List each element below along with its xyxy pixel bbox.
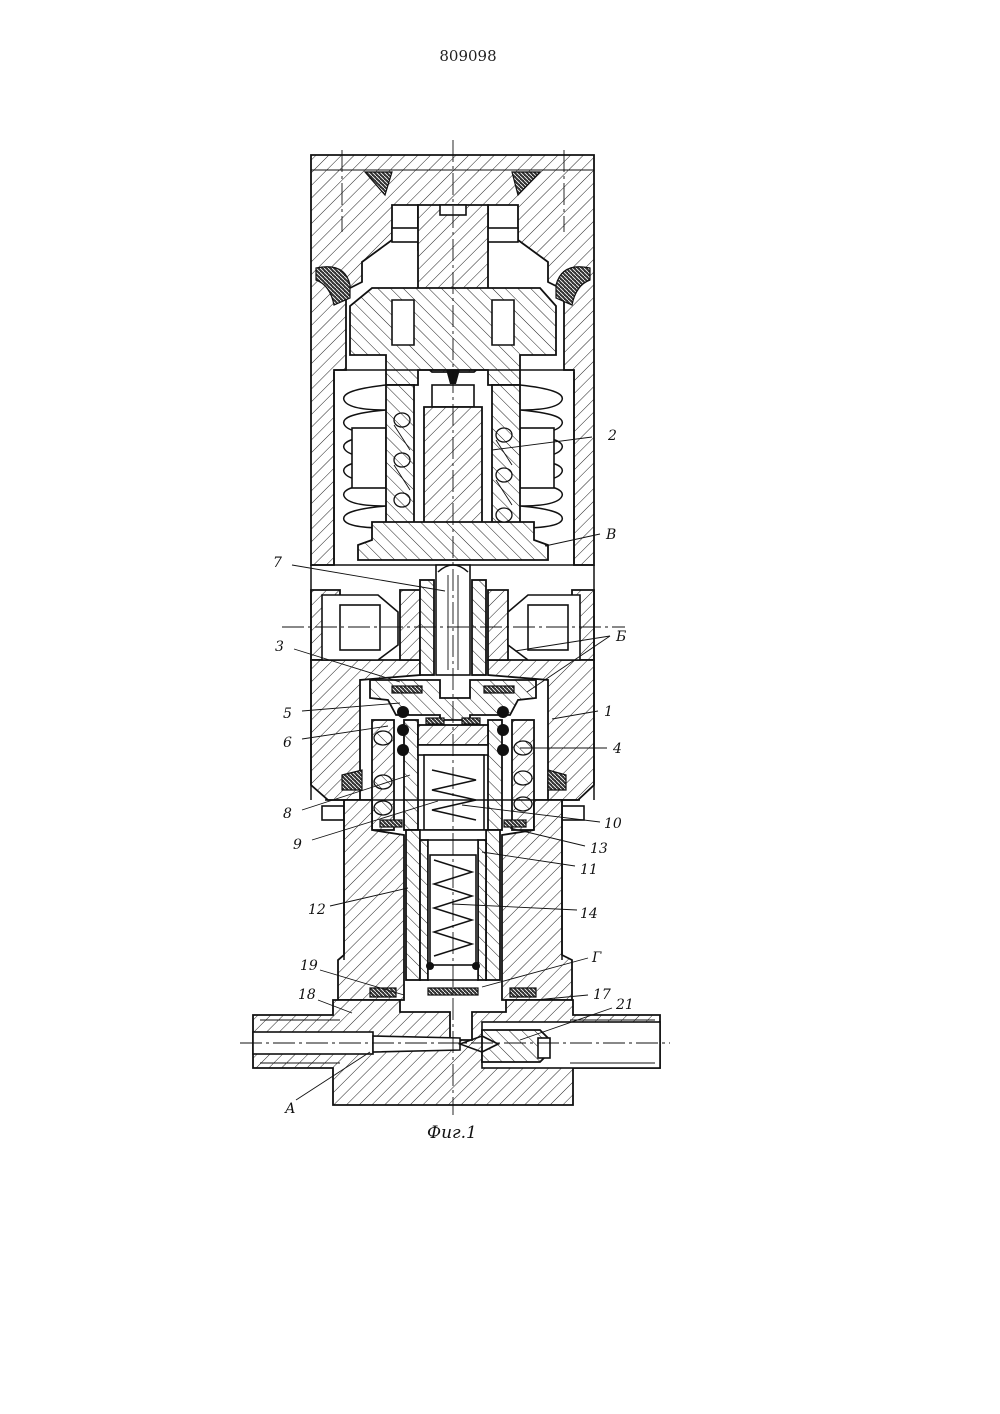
patent-number: 809098 — [439, 47, 496, 65]
label-17: 17 — [593, 987, 611, 1003]
label-5: 5 — [283, 706, 292, 722]
bellows-right — [520, 385, 562, 528]
label-13: 13 — [590, 841, 608, 857]
label-6: 6 — [283, 735, 292, 751]
label-8: 8 — [283, 806, 292, 822]
bellows-left — [344, 385, 386, 528]
label-4: 4 — [612, 741, 622, 757]
label-7: 7 — [273, 555, 282, 571]
label-21: 21 — [615, 997, 634, 1013]
label-12: 12 — [308, 902, 326, 918]
label-14: 14 — [580, 906, 598, 922]
label-19: 19 — [300, 958, 318, 974]
base-fitting — [253, 1000, 660, 1105]
label-g: Г — [591, 950, 602, 966]
label-v: В — [605, 527, 616, 543]
label-10: 10 — [604, 816, 622, 832]
label-b: Б — [615, 629, 626, 645]
label-11: 11 — [580, 862, 598, 878]
label-18: 18 — [298, 987, 316, 1003]
label-1: 1 — [604, 704, 613, 720]
label-9: 9 — [293, 837, 302, 853]
figure-caption: Фиг.1 — [427, 1123, 477, 1143]
label-a: А — [284, 1101, 296, 1117]
label-2: 2 — [607, 428, 617, 444]
label-3: 3 — [275, 639, 284, 655]
port-left — [322, 595, 398, 660]
